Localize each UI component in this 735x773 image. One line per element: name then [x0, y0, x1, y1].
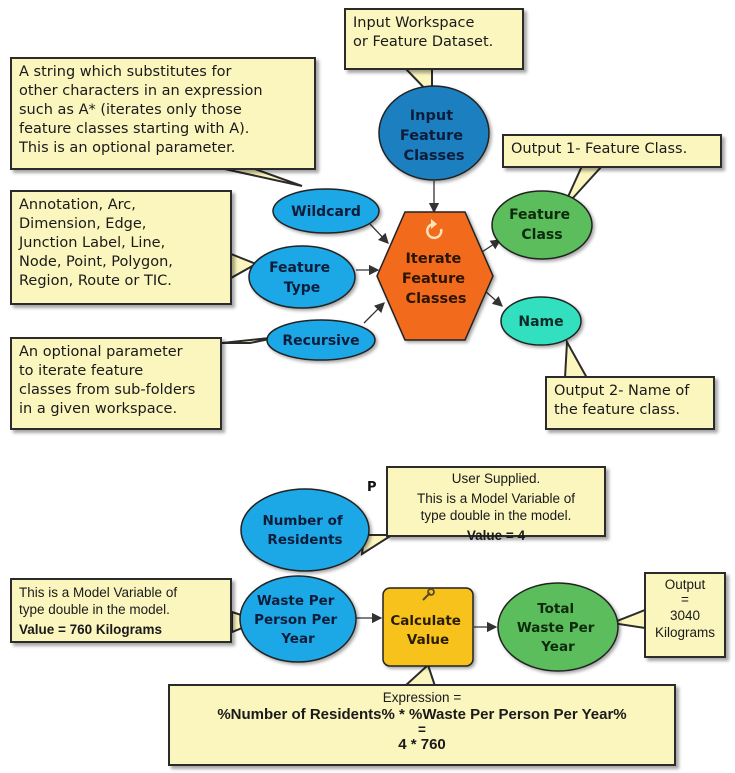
number-of-residents-node: Number of Residents: [240, 488, 370, 572]
note-line: This is an optional parameter.: [19, 140, 236, 156]
recursive-label: Recursive: [282, 333, 359, 349]
note-value: Value = 4: [466, 528, 526, 543]
feature-type-label: Feature: [269, 260, 330, 276]
svg-text:Calculate Value: Calculate Value: [390, 613, 465, 648]
iterate-label: Classes: [405, 291, 466, 307]
note-line: An optional parameter: [19, 344, 183, 360]
note-line: to iterate feature: [19, 363, 144, 379]
svg-text:Input Feature Clas: Input Feature Classes: [400, 108, 468, 164]
note-line: This is a Model Variable of: [416, 491, 576, 506]
recursive-node: Recursive: [266, 319, 376, 361]
output1-note: Output 1- Feature Class.: [502, 134, 722, 168]
callout-pointer: [221, 336, 280, 344]
note-line: type double in the model.: [19, 602, 170, 617]
note-line: Junction Label, Line,: [19, 235, 166, 251]
note-value: Value = 760 Kilograms: [19, 622, 162, 637]
total-waste-output-node: Total Waste Per Year: [497, 582, 619, 672]
callout-pointer: [219, 167, 303, 187]
note-line: classes from sub-folders: [19, 382, 196, 398]
svg-text:Total Waste Per Ye: Total Waste Per Year: [517, 601, 599, 655]
note-line: the feature class.: [554, 402, 680, 418]
note-line: type double in the model.: [420, 508, 572, 523]
note-line: or Feature Dataset.: [353, 34, 494, 50]
iterate-feature-classes-tool: Iterate Feature Classes: [376, 211, 494, 341]
note-line: Output 1- Feature Class.: [511, 141, 688, 157]
note-line: Region, Route or TIC.: [19, 273, 172, 289]
parameter-marker: P: [367, 480, 377, 495]
waste-note: This is a Model Variable of type double …: [10, 578, 232, 643]
note-line: such as A* (iterates only those: [19, 102, 242, 118]
waste-per-person-label: Person Per: [254, 612, 337, 628]
note-line: A string which substitutes for: [19, 64, 232, 80]
wildcard-node: Wildcard: [272, 188, 380, 234]
connector-wildcard-to-iterate: [369, 223, 389, 244]
note-line: other characters in an expression: [19, 83, 263, 99]
iterator-loop-icon: [426, 219, 443, 240]
number-of-residents-label: Residents: [267, 532, 342, 548]
wildcard-label: Wildcard: [291, 204, 361, 220]
note-line: feature classes starting with A).: [19, 121, 250, 137]
feature-type-note: Annotation, Arc, Dimension, Edge, Juncti…: [10, 190, 232, 305]
note-line: Node, Point, Polygon,: [19, 254, 173, 270]
output-total-note: Output = 3040 Kilograms: [644, 572, 726, 658]
note-line: in a given workspace.: [19, 401, 178, 417]
name-label: Name: [518, 314, 563, 330]
user-supplied-note: User Supplied. This is a Model Variable …: [386, 466, 606, 543]
expression-values: 4 * 760: [398, 736, 446, 753]
connector-iterate-to-name: [483, 289, 503, 307]
input-workspace-note: Input Workspace or Feature Dataset.: [344, 8, 524, 70]
note-line: Output 2- Name of: [554, 383, 690, 399]
iterate-label: Feature: [402, 271, 465, 287]
expression-note: Expression = %Number of Residents% * %Wa…: [168, 684, 676, 766]
input-feature-classes-label: Input: [410, 108, 453, 124]
input-feature-classes-label: Feature: [400, 128, 463, 144]
note-line: =: [418, 722, 426, 737]
note-line: Input Workspace: [353, 15, 475, 31]
svg-text:Feature Type: Feature Type: [269, 260, 335, 296]
note-line: Dimension, Edge,: [19, 216, 147, 232]
note-line: 3040: [669, 608, 701, 623]
note-line: Kilograms: [654, 625, 716, 640]
connector-iterate-to-featureclass: [481, 239, 502, 253]
note-line: Annotation, Arc,: [19, 197, 136, 213]
feature-class-output-node: Feature Class: [491, 190, 593, 260]
total-waste-label: Waste Per: [517, 620, 595, 636]
calculate-value-label: Calculate: [390, 613, 461, 629]
svg-text:Waste Per Person Per: Waste Per Person Per Year: [254, 593, 342, 647]
connector-recursive-to-iterate: [363, 302, 385, 324]
feature-class-label: Feature: [509, 207, 570, 223]
svg-text:Number of Residents: Number of Residents: [262, 513, 347, 548]
total-waste-label: Total: [537, 601, 574, 617]
waste-per-person-label: Waste Per: [257, 593, 335, 609]
feature-class-label: Class: [521, 227, 562, 243]
output2-note: Output 2- Name of the feature class.: [545, 376, 715, 430]
name-output-node: Name: [500, 296, 582, 346]
wrench-icon: [422, 588, 435, 601]
note-line: This is a Model Variable of: [19, 585, 178, 600]
feature-type-node: Feature Type: [248, 245, 356, 309]
total-waste-label: Year: [540, 639, 575, 655]
input-feature-classes-label: Classes: [403, 148, 464, 164]
feature-type-label: Type: [284, 280, 321, 296]
svg-text:Feature Class: Feature Class: [509, 207, 575, 243]
number-of-residents-label: Number of: [262, 513, 342, 529]
iterate-label: Iterate: [406, 251, 462, 267]
input-feature-classes-node: Input Feature Classes: [378, 85, 490, 181]
calculate-value-tool: Calculate Value: [382, 587, 474, 667]
waste-per-person-label: Year: [280, 631, 315, 647]
note-line: Expression =: [382, 690, 462, 705]
note-heading: User Supplied.: [451, 471, 541, 486]
note-line: =: [681, 592, 689, 607]
recursive-note: An optional parameter to iterate feature…: [10, 337, 222, 430]
callout-pointer: [563, 338, 589, 379]
expression-text: %Number of Residents% * %Waste Per Perso…: [217, 706, 627, 723]
svg-text:Iterate Feature Cl: Iterate Feature Classes: [402, 251, 470, 307]
note-line: Output: [664, 577, 706, 592]
wildcard-note: A string which substitutes for other cha…: [10, 57, 316, 170]
calculate-value-label: Value: [407, 632, 449, 648]
waste-per-person-node: Waste Per Person Per Year: [239, 575, 357, 663]
callout-pointer: [402, 663, 437, 687]
